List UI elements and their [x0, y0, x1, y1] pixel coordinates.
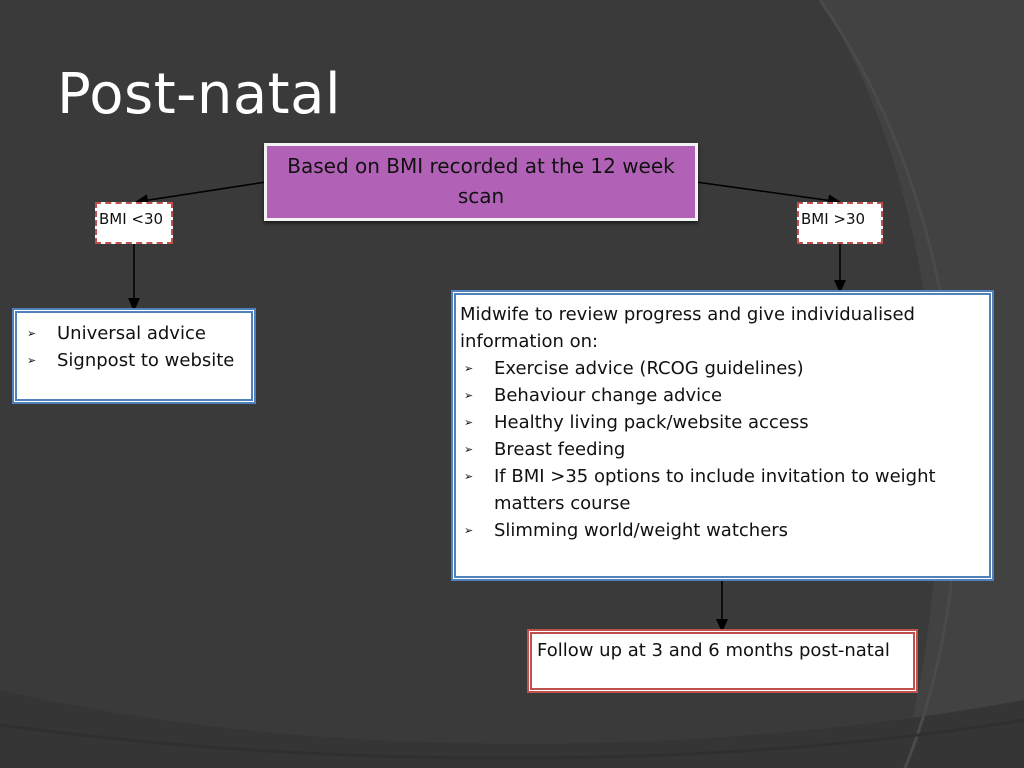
midwife-review-intro: Midwife to review progress and give indi…: [460, 304, 915, 352]
list-item: ➢ Healthy living pack/website access: [460, 409, 985, 436]
root-node-label: Based on BMI recorded at the 12 week sca…: [287, 154, 675, 208]
arrow-bullet-icon: ➢: [464, 524, 474, 537]
arrow-bullet-icon: ➢: [464, 362, 474, 375]
universal-advice-box: ➢ Universal advice ➢ Signpost to website: [12, 308, 256, 404]
bmi-under-30-tag: BMI <30: [95, 202, 173, 244]
arrow-bullet-icon: ➢: [464, 389, 474, 402]
midwife-review-box: Midwife to review progress and give indi…: [451, 290, 994, 581]
followup-box: Follow up at 3 and 6 months post-natal: [527, 629, 918, 693]
bmi-over-30-tag: BMI >30: [797, 202, 883, 244]
arrow-bullet-icon: ➢: [27, 354, 37, 367]
root-node: Based on BMI recorded at the 12 week sca…: [264, 143, 698, 221]
arrow-bullet-icon: ➢: [27, 327, 37, 340]
arrow-bullet-icon: ➢: [464, 443, 474, 456]
list-item: ➢ Slimming world/weight watchers: [460, 517, 985, 544]
midwife-review-list: ➢ Exercise advice (RCOG guidelines) ➢ Be…: [460, 355, 985, 544]
arrow-bullet-icon: ➢: [464, 416, 474, 429]
list-item: ➢ Breast feeding: [460, 436, 985, 463]
list-item: ➢ Universal advice: [23, 320, 245, 347]
arrow-root-to-right: [695, 181, 842, 207]
universal-advice-list: ➢ Universal advice ➢ Signpost to website: [23, 320, 245, 374]
list-item: ➢ Exercise advice (RCOG guidelines): [460, 355, 985, 382]
arrow-root-to-left: [134, 181, 267, 207]
list-item: ➢ If BMI >35 options to include invitati…: [460, 463, 985, 517]
bmi-under-30-label: BMI <30: [99, 210, 164, 228]
followup-label: Follow up at 3 and 6 months post-natal: [537, 640, 890, 661]
bmi-over-30-label: BMI >30: [801, 210, 866, 228]
arrow-bullet-icon: ➢: [464, 470, 474, 483]
list-item: ➢ Behaviour change advice: [460, 382, 985, 409]
slide-title: Post-natal: [57, 62, 342, 127]
list-item: ➢ Signpost to website: [23, 347, 245, 374]
